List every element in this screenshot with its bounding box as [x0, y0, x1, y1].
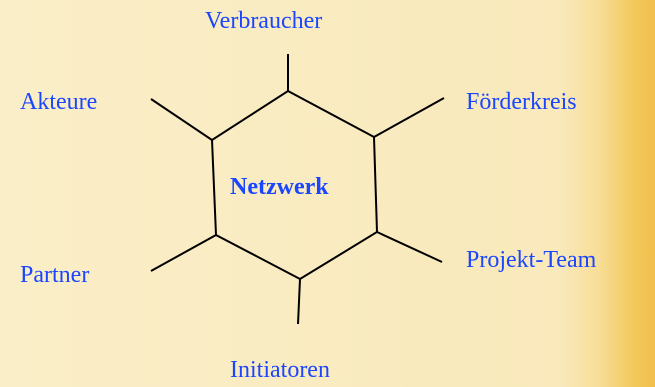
spoke-bottom-right [376, 231, 443, 263]
label-partner: Partner [20, 262, 90, 288]
label-initiatoren: Initiatoren [230, 357, 330, 383]
spoke-bottom [297, 278, 301, 325]
spoke-top-left [150, 98, 213, 141]
center-label-netzwerk: Netzwerk [230, 174, 329, 200]
label-projekt-team: Projekt-Team [466, 247, 597, 273]
label-verbraucher: Verbraucher [205, 8, 323, 34]
label-akteure: Akteure [20, 89, 98, 115]
spoke-top-right [373, 97, 445, 138]
label-foerderkreis: Förderkreis [466, 89, 577, 115]
spoke-bottom-left [150, 234, 217, 272]
